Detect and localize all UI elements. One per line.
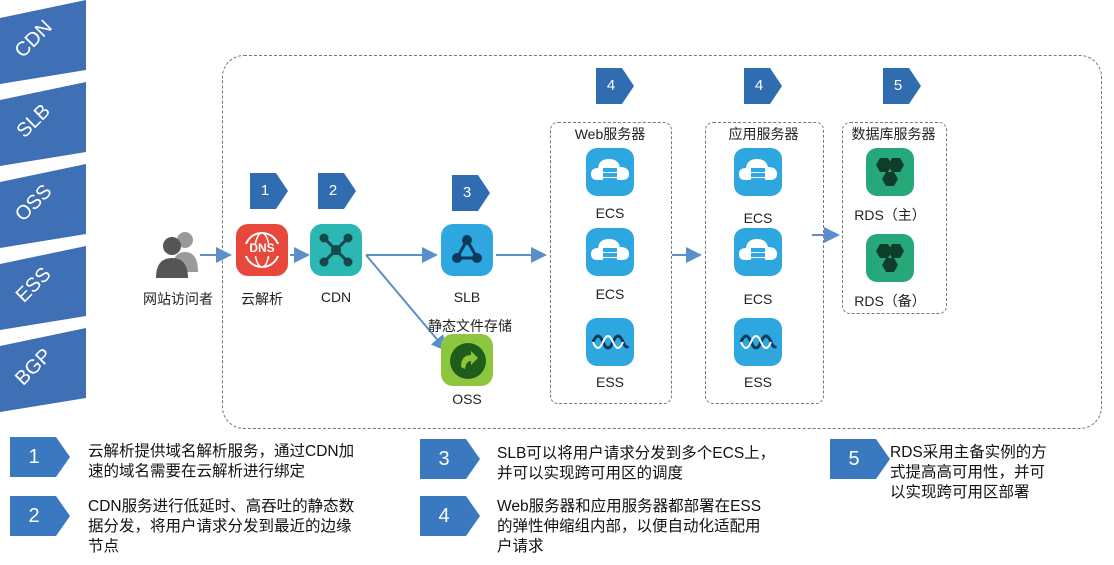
cloud-server-icon [586,228,634,281]
legend-text-3: SLB可以将用户请求分发到多个ECS上， 并可以实现跨可用区的调度 [497,445,776,482]
oss-label: OSS [452,391,482,407]
side-band-cdn: CDN [0,0,86,84]
web-ecs-2-label: ECS [595,286,625,302]
web-ess-label: ESS [595,374,624,390]
rds-standby-label: RDS（备） [854,293,926,309]
legend-badge-2: 2 [10,496,70,536]
legend-text-5: RDS采用主备实例的方 式提高高可用性，并可 以实现跨可用区部署 [890,444,1047,501]
cloud-server-icon [586,148,634,201]
outer-container [222,55,1102,429]
step-badge-1: 1 [250,173,288,209]
step-badge-5: 5 [883,68,921,104]
legend-badge-4: 4 [420,496,480,536]
legend-text-1: 云解析提供域名解析服务，通过CDN加 速的域名需要在云解析进行绑定 [88,443,355,480]
legend-badge-1: 1 [10,437,70,477]
slb-icon [441,224,493,281]
step-badge-3: 3 [452,175,490,211]
web-group-title: Web服务器 [574,126,646,142]
oss-icon [441,334,493,391]
cdn-icon [310,224,362,281]
side-band-ess: ESS [0,246,86,330]
cdn-label: CDN [320,289,352,305]
rds-primary-label: RDS（主） [854,207,926,223]
legend-text-4: Web服务器和应用服务器都部署在ESS 的弹性伸缩组内部，以便自动化适配用 户请… [497,498,762,555]
step-badge-4-web: 4 [596,68,634,104]
dns-icon: DNS [236,224,288,281]
side-band-bgp: BGP [0,328,86,412]
app-ecs-2-label: ECS [743,291,773,307]
side-band-oss: OSS [0,164,86,248]
app-ecs-1-label: ECS [743,210,773,226]
elastic-scaling-icon [734,318,782,371]
db-group-container [842,122,947,314]
legend-badge-3: 3 [420,439,480,479]
legend-badge-5: 5 [830,439,890,479]
db-group-title: 数据库服务器 [851,126,936,142]
step-badge-4-app: 4 [744,68,782,104]
cloud-server-icon [734,228,782,281]
app-ess-label: ESS [743,374,772,390]
app-group-container [705,122,824,404]
oss-title: 静态文件存储 [428,318,512,334]
web-group-container [550,122,672,404]
app-group-title: 应用服务器 [728,126,799,142]
cloud-server-icon [734,148,782,201]
elastic-scaling-icon [586,318,634,371]
visitor-label: 网站访问者 [143,291,213,307]
database-icon [866,148,914,201]
dns-label: 云解析 [241,291,283,307]
legend-text-2: CDN服务进行低延时、高吞吐的静态数 据分发，将用户请求分发到最近的边缘 节点 [88,498,355,555]
users-icon [152,228,202,285]
dns-icon-text: DNS [249,241,275,255]
side-band-slb: SLB [0,82,86,166]
web-ecs-1-label: ECS [595,205,625,221]
database-icon [866,234,914,287]
slb-label: SLB [453,289,481,305]
step-badge-2: 2 [318,173,356,209]
